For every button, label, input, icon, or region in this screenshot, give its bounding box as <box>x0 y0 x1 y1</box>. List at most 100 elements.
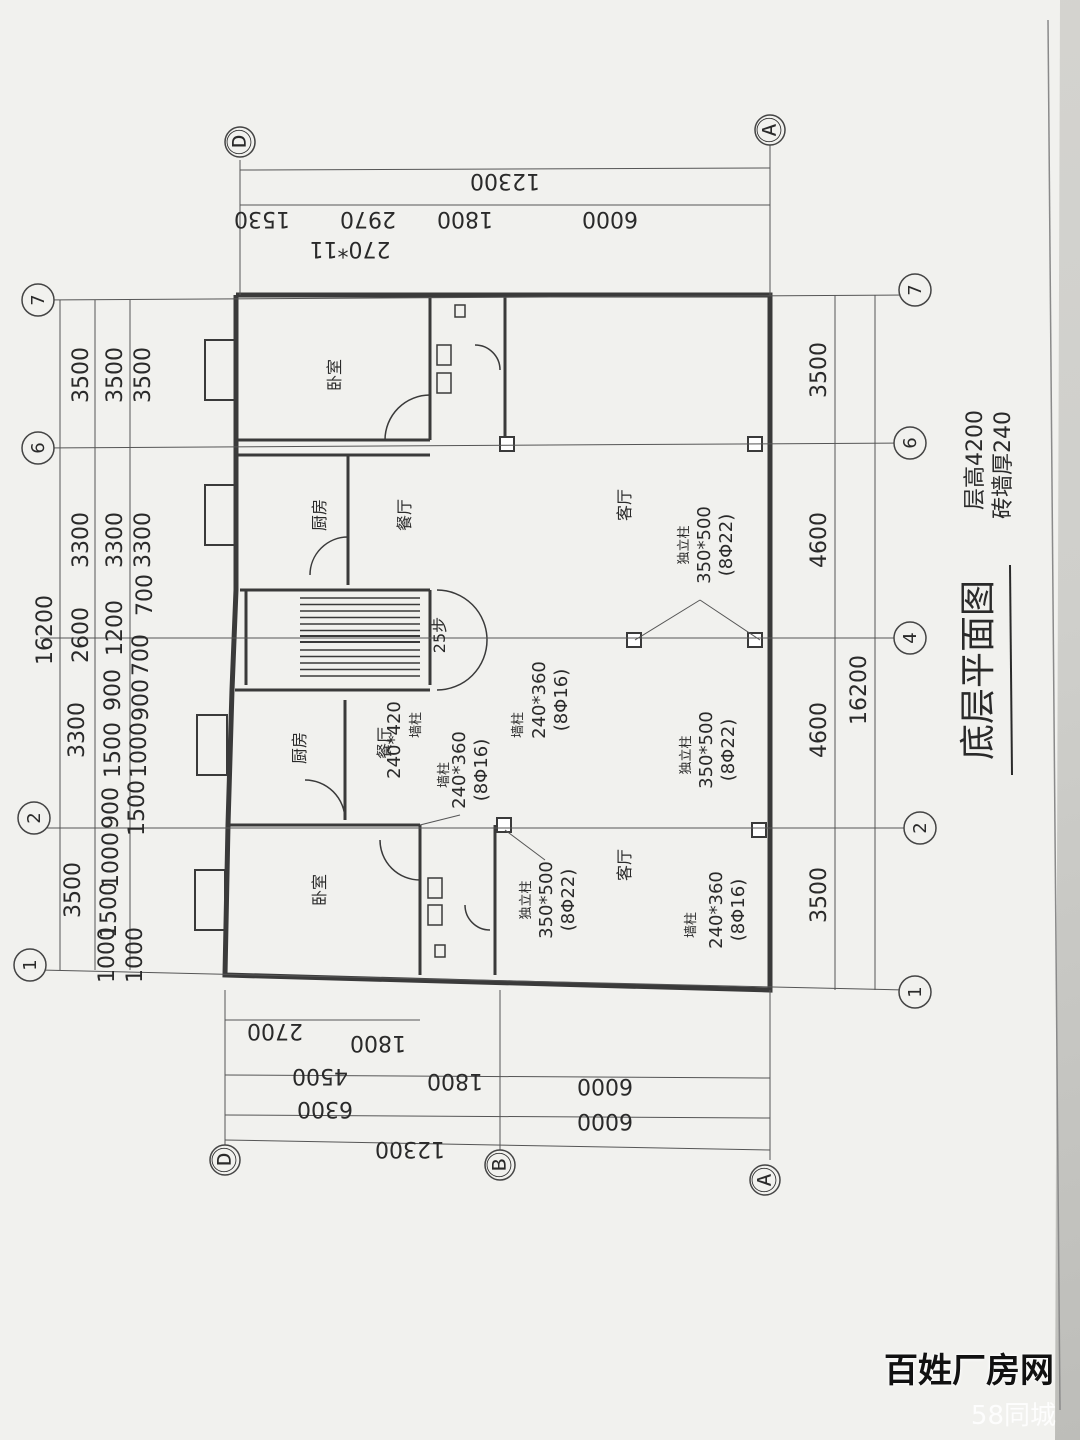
dim-bot-2700: 2700 <box>247 1018 303 1043</box>
dim-r3-1500: 1000 <box>127 722 152 778</box>
watermark-site: 58同城 <box>970 1401 1056 1431</box>
dim-r2-900a: 900 <box>101 669 126 711</box>
dim-top-stair: 270*11 <box>310 236 391 261</box>
dims-left-edge: 16200 3500 3300 2600 3300 3500 3500 3300… <box>33 347 158 983</box>
column-notes: 独立柱 350*500 (8Φ22) 墙柱 240*360 (8Φ16) 独立柱… <box>384 506 749 949</box>
dim-r3-1000b: 1000 <box>123 927 148 983</box>
dim-r2-1000b: 1000 <box>95 927 120 983</box>
room-bedroom-b: 卧室 <box>310 874 329 906</box>
room-bedroom-a: 卧室 <box>325 359 344 391</box>
axis-2-bottom: 2 <box>910 822 931 833</box>
axis-7-bottom: 7 <box>905 284 926 295</box>
room-kitchen-a: 厨房 <box>310 499 329 531</box>
sanitary-fixtures <box>427 304 466 958</box>
dim-top-6000: 6000 <box>582 206 638 231</box>
note-wall-thickness: 砖墙厚240 <box>991 411 1016 519</box>
dim-r3-700b: 700 <box>129 634 154 676</box>
dim-bot-6000a: 6000 <box>577 1073 633 1098</box>
axis-6-bottom: 6 <box>900 437 921 448</box>
axis-lines <box>39 140 906 1160</box>
col-e-bar: (8Φ16) <box>471 739 492 802</box>
dim-bot-1800b: 1800 <box>427 1068 483 1093</box>
axis-4-bottom: 4 <box>900 632 921 643</box>
col-f-size: 350*500 <box>536 861 557 939</box>
dim-top-12300: 12300 <box>470 168 540 193</box>
dim-r2-1000a: 1000 <box>99 832 124 888</box>
col-d-type: 墙柱 <box>409 712 424 738</box>
stair-treads <box>300 597 420 677</box>
dim-r3-1000: 1500 <box>125 780 150 836</box>
room-living-a: 客厅 <box>615 489 634 521</box>
axis-number-labels: 7 6 2 1 7 6 4 2 1 <box>20 284 931 997</box>
stair-note: 25步 <box>430 617 449 653</box>
axis-D-bottom: Ⓓ <box>211 1147 241 1173</box>
room-dining-b: 餐厅 <box>375 727 394 759</box>
col-c-type: 独立柱 <box>679 735 694 774</box>
room-living-b: 客厅 <box>615 849 634 881</box>
dim-r1-4: 3500 <box>61 862 86 918</box>
dim-r3-700a: 700 <box>133 574 158 616</box>
col-b-size: 240*360 <box>529 661 550 739</box>
dim-b-4600a: 4600 <box>807 512 832 568</box>
drawing-title: 底层平面图 <box>958 580 999 760</box>
axis-6-top: 6 <box>28 442 49 453</box>
col-e-size: 240*360 <box>449 731 470 809</box>
col-a-type: 独立柱 <box>677 525 692 564</box>
col-d-size: 240*420 <box>384 701 405 779</box>
dim-bot-4500: 4500 <box>292 1063 348 1088</box>
axis-B-bottom: Ⓑ <box>486 1152 516 1178</box>
title-underline <box>1009 564 1013 776</box>
dim-bot-12300: 12300 <box>375 1136 445 1161</box>
dim-r1-3: 3300 <box>65 702 90 758</box>
dim-r2-1200: 1200 <box>103 600 128 656</box>
watermark-brand: 百姓厂房网 <box>884 1351 1054 1391</box>
axis-2-top: 2 <box>24 812 45 823</box>
dim-r2-900b: 900 <box>99 787 124 829</box>
axis-A-top: Ⓐ <box>756 117 786 143</box>
dim-bot-1800a: 1800 <box>350 1030 406 1055</box>
col-c-bar: (8Φ22) <box>718 719 739 782</box>
axis-1-top: 1 <box>20 959 41 970</box>
col-a-size: 350*500 <box>694 506 715 584</box>
dims-right-edge: 3500 4600 4600 3500 16200 <box>807 342 872 923</box>
dim-top-2970: 2970 <box>340 206 396 231</box>
dim-top-1800: 1800 <box>437 206 493 231</box>
dim-r3-3500: 3500 <box>131 347 156 403</box>
dim-r1-1: 3300 <box>69 512 94 568</box>
dim-r3-900: 900 <box>129 679 154 721</box>
dimension-lines <box>59 167 876 1151</box>
axis-letter-labels: Ⓓ Ⓐ Ⓓ Ⓑ Ⓐ <box>211 117 786 1193</box>
axis-bubbles <box>13 114 937 1196</box>
col-f-bar: (8Φ22) <box>558 869 579 932</box>
dim-bot-6000b: 6000 <box>577 1108 633 1133</box>
col-b-bar: (8Φ16) <box>551 669 572 732</box>
dim-b-total: 16200 <box>847 655 872 725</box>
room-kitchen-b: 厨房 <box>290 732 309 764</box>
room-dining-a: 餐厅 <box>395 499 414 531</box>
axis-1-bottom: 1 <box>905 986 926 997</box>
axis-D-top: Ⓓ <box>226 129 256 155</box>
axis-7-top: 7 <box>28 294 49 305</box>
dim-r2-1500a: 1500 <box>101 722 126 778</box>
col-b-type: 墙柱 <box>511 712 526 738</box>
dim-r3-3300: 3300 <box>131 512 156 568</box>
dim-top-1530: 1530 <box>234 206 290 231</box>
col-e-type: 墙柱 <box>437 762 452 788</box>
dims-bottom: 2700 1800 4500 1800 6000 6300 6000 12300 <box>247 1018 633 1161</box>
dim-total-16200: 16200 <box>33 595 58 665</box>
col-f-type: 独立柱 <box>519 880 534 919</box>
door-swings <box>304 344 501 931</box>
axis-A-bottom: Ⓐ <box>751 1167 781 1193</box>
note-floor-height: 层高4200 <box>963 410 988 510</box>
dim-r2-3300: 3300 <box>103 512 128 568</box>
paper-edge <box>1047 19 1061 1411</box>
dims-top: 12300 1530 2970 1800 6000 270*11 <box>234 168 638 261</box>
dim-r2-1500b: 1500 <box>97 882 122 938</box>
leader-lines <box>419 599 761 861</box>
dim-r1-0: 3500 <box>69 347 94 403</box>
dim-b-3500a: 3500 <box>807 342 832 398</box>
dim-b-4600b: 4600 <box>807 702 832 758</box>
